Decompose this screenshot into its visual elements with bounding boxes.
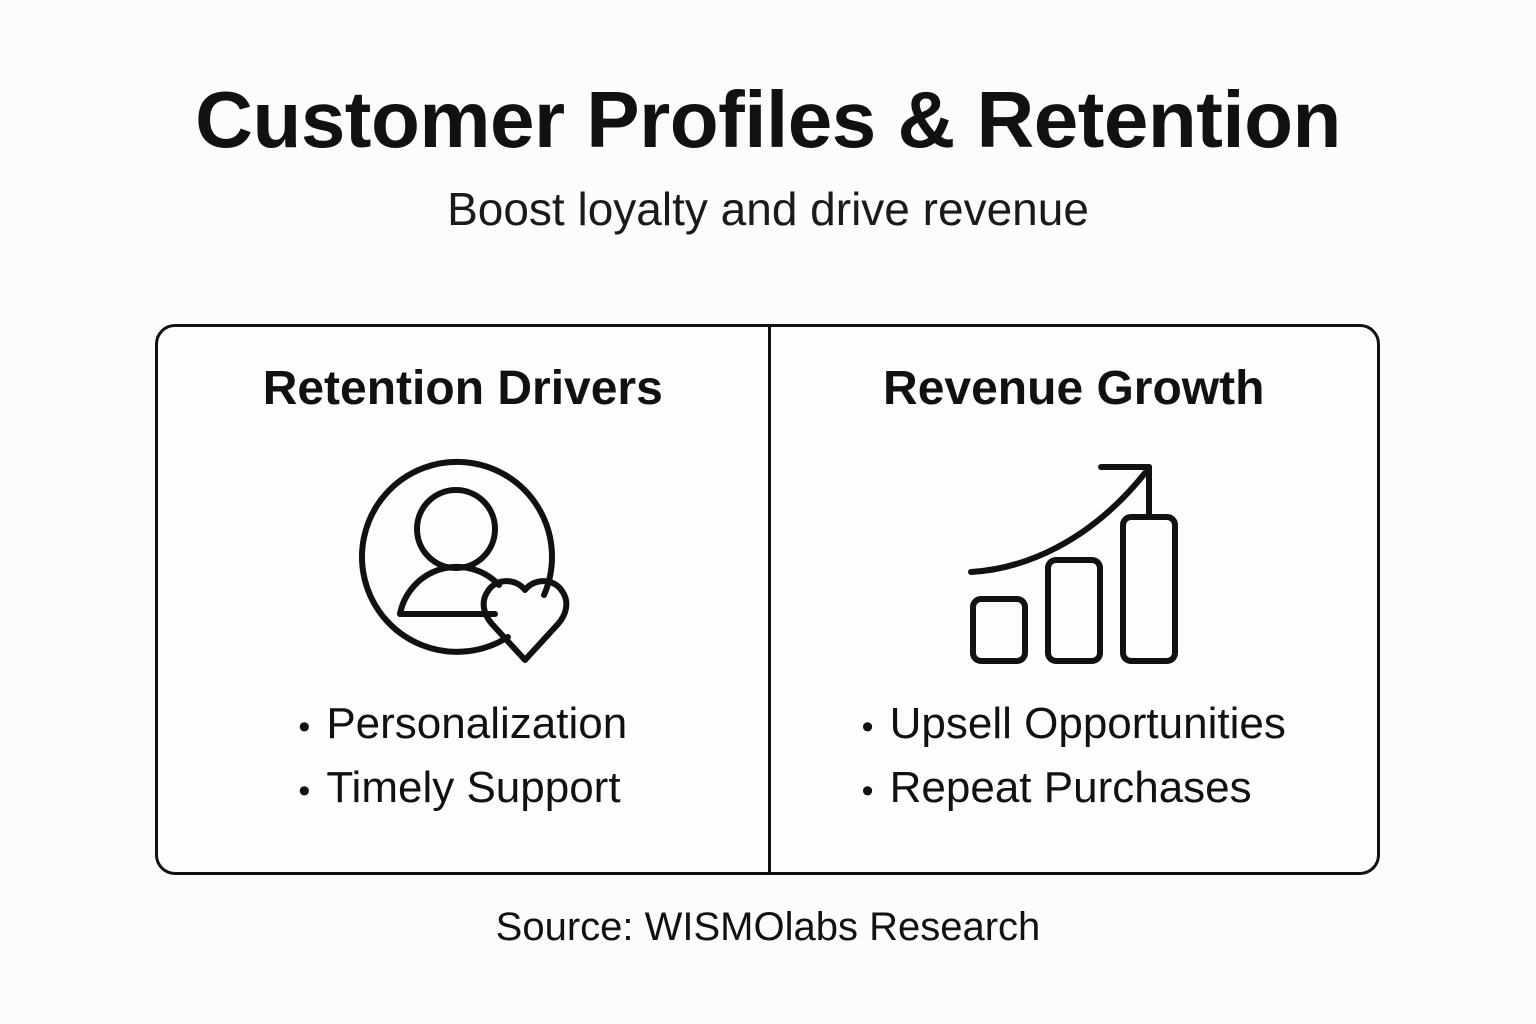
bullet-marker-icon: •: [861, 707, 874, 746]
bullet-text: Timely Support: [326, 762, 621, 812]
bullet-text: Upsell Opportunities: [889, 698, 1286, 748]
bullet-list-revenue-growth: • Upsell Opportunities • Repeat Purchase…: [862, 692, 1286, 820]
user-heart-icon: [338, 438, 588, 678]
panel-revenue-growth: Revenue Growth • Upsell Opportu: [767, 327, 1378, 872]
bullet-list-retention-drivers: • Personalization • Timely Support: [298, 692, 627, 820]
bullet-marker-icon: •: [298, 707, 311, 746]
source-attribution: Source: WISMOlabs Research: [495, 905, 1041, 949]
panel-title-revenue-growth: Revenue Growth: [883, 362, 1265, 415]
panel-retention-drivers: Retention Drivers • Personaliza: [158, 327, 768, 872]
bullet-text: Repeat Purchases: [889, 762, 1252, 812]
list-item: • Upsell Opportunities: [862, 692, 1286, 756]
page-title: Customer Profiles & Retention: [195, 75, 1341, 164]
user-heart-icon-svg: [358, 458, 570, 663]
two-column-panel-group: Retention Drivers • Personaliza: [155, 324, 1380, 875]
page-subtitle: Boost loyalty and drive revenue: [447, 183, 1089, 235]
list-item: • Timely Support: [298, 756, 627, 820]
growth-bar-chart-icon-svg: [967, 463, 1178, 664]
bullet-marker-icon: •: [298, 771, 311, 810]
header: Customer Profiles & Retention Boost loya…: [0, 78, 1536, 235]
growth-bar-chart-icon: [949, 438, 1199, 678]
list-item: • Personalization: [298, 692, 627, 756]
list-item: • Repeat Purchases: [862, 756, 1286, 820]
bullet-text: Personalization: [326, 698, 628, 748]
panel-title-retention-drivers: Retention Drivers: [262, 362, 663, 415]
bullet-marker-icon: •: [861, 771, 874, 810]
